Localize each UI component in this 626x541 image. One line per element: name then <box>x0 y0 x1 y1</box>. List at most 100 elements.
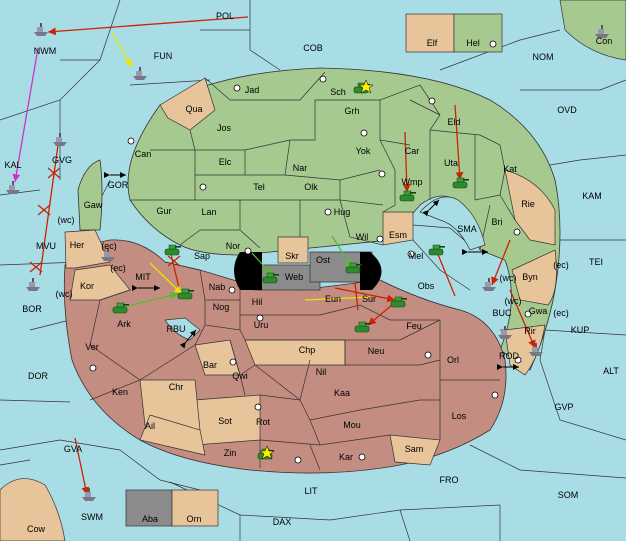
province-label-ver: Ver <box>85 342 99 352</box>
province-label-chp: Chp <box>299 345 316 355</box>
province-label-bar: Bar <box>203 360 217 370</box>
province-label-hil: Hil <box>252 297 263 307</box>
sea-label-tei: TEI <box>589 257 603 267</box>
province-label-qua: Qua <box>185 104 202 114</box>
province-label-rie: Rie <box>521 199 535 209</box>
coast-label-gwa-ec: (ec) <box>553 308 569 318</box>
sea-label-buc: BUC <box>492 308 512 318</box>
province-label-hel: Hel <box>466 38 480 48</box>
province-elf[interactable] <box>405 13 455 53</box>
province-label-obs: Obs <box>418 281 435 291</box>
coast-label-byn-ec: (ec) <box>553 260 569 270</box>
sea-label-cob: COB <box>303 43 323 53</box>
sea-label-bor: BOR <box>22 304 42 314</box>
red-borders <box>89 261 500 471</box>
sea-label-sma: SMA <box>457 224 477 234</box>
coast-label-gwa-wc: (wc) <box>505 296 522 306</box>
province-label-eun: Eun <box>325 294 341 304</box>
province-label-eld: Eld <box>447 117 460 127</box>
province-label-uta: Uta <box>444 158 458 168</box>
province-label-gaw: Gaw <box>84 200 103 210</box>
province-label-car: Car <box>405 146 420 156</box>
tunnel-west <box>234 252 262 290</box>
sea-label-rbu: RBU <box>166 324 185 334</box>
province-label-nor: Nor <box>226 241 241 251</box>
province-label-gur: Gur <box>156 206 171 216</box>
province-label-esm: Esm <box>389 230 407 240</box>
province-gaw[interactable] <box>77 159 103 231</box>
province-label-orn: Orn <box>186 514 201 524</box>
coast-label-mvu-wc: (wc) <box>58 215 75 225</box>
province-label-kor: Kor <box>80 281 94 291</box>
province-label-ail: Ail <box>145 421 155 431</box>
province-label-zin: Zin <box>224 448 237 458</box>
province-label-con: Con <box>596 36 613 46</box>
sea-label-alt: ALT <box>603 366 619 376</box>
province-label-sur: Sur <box>362 294 376 304</box>
strait-arrows <box>104 172 519 370</box>
province-label-ken: Ken <box>112 387 128 397</box>
sea-label-fun: FUN <box>154 51 173 61</box>
province-byn[interactable] <box>511 249 557 306</box>
province-rie[interactable] <box>504 169 556 246</box>
province-label-rir: Rir <box>524 326 536 336</box>
province-label-kar: Kar <box>339 452 353 462</box>
province-label-rot: Rot <box>256 417 271 427</box>
province-label-grh: Grh <box>344 106 359 116</box>
province-label-wmp: Wmp <box>402 177 423 187</box>
province-label-cow: Cow <box>27 524 46 534</box>
province-label-elc: Elc <box>219 157 232 167</box>
sea-label-mvu: MVU <box>36 241 56 251</box>
province-label-sot: Sot <box>218 416 232 426</box>
sea-label-lit: LIT <box>304 486 318 496</box>
province-skr[interactable] <box>277 236 309 264</box>
province-label-ark: Ark <box>117 319 131 329</box>
province-label-kaa: Kaa <box>334 388 350 398</box>
province-label-feu: Feu <box>406 321 422 331</box>
sea-label-som: SOM <box>558 490 579 500</box>
province-label-bri: Bri <box>492 217 503 227</box>
coast-label-kor-wc: (wc) <box>56 289 73 299</box>
coast-label-kor-ec: (ec) <box>110 263 126 273</box>
province-label-nar: Nar <box>293 163 308 173</box>
stars <box>259 79 374 460</box>
province-orn[interactable] <box>171 489 219 527</box>
province-ail[interactable] <box>139 414 206 456</box>
province-her[interactable] <box>64 229 111 269</box>
province-esm[interactable] <box>382 211 414 246</box>
sea-label-kal: KAL <box>4 160 21 170</box>
province-label-olk: Olk <box>304 182 318 192</box>
province-label-sch: Sch <box>330 87 346 97</box>
orders <box>12 16 536 496</box>
province-label-aba: Aba <box>142 514 158 524</box>
province-label-nab: Nab <box>209 282 226 292</box>
province-label-web: Web <box>285 272 303 282</box>
province-label-nil: Nil <box>316 367 327 377</box>
province-label-kat: Kat <box>503 164 517 174</box>
province-label-her: Her <box>70 240 85 250</box>
province-sam[interactable] <box>389 434 441 466</box>
province-con[interactable] <box>559 0 626 61</box>
sea-label-dor: DOR <box>28 371 49 381</box>
province-qua[interactable] <box>159 77 216 131</box>
province-label-ost: Ost <box>316 255 331 265</box>
province-chp[interactable] <box>244 339 346 366</box>
province-label-neu: Neu <box>368 346 385 356</box>
province-label-jos: Jos <box>217 123 232 133</box>
province-label-qwi: Qwi <box>232 371 248 381</box>
province-label-yok: Yok <box>356 146 371 156</box>
province-cow[interactable] <box>0 478 66 541</box>
sea-label-ovd: OVD <box>557 105 577 115</box>
province-label-lan: Lan <box>201 207 216 217</box>
province-label-gwa: Gwa <box>529 306 548 316</box>
sea-label-nwm: NWM <box>34 46 57 56</box>
province-label-sam: Sam <box>405 444 424 454</box>
province-label-wil: Wil <box>356 232 369 242</box>
province-label-skr: Skr <box>285 251 299 261</box>
sea-label-gvg: GVG <box>52 155 72 165</box>
cut-marks <box>29 167 181 273</box>
sea-label-kam: KAM <box>582 191 602 201</box>
province-label-mou: Mou <box>343 420 361 430</box>
